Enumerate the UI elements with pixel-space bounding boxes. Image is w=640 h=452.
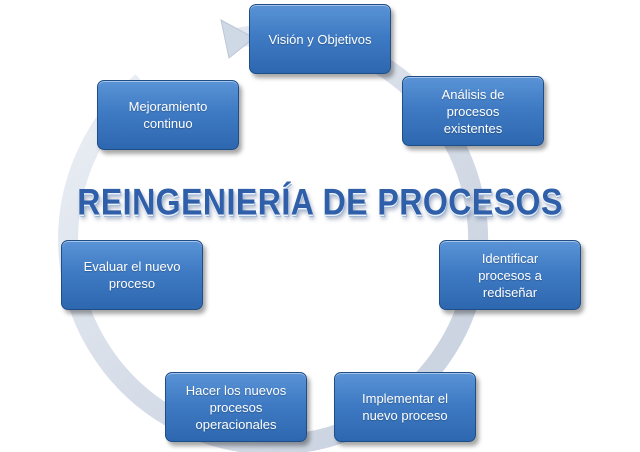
step-vision-objetivos: Visión y Objetivos — [249, 4, 391, 74]
step-hacer-operacionales: Hacer los nuevos procesos operacionales — [165, 372, 307, 442]
step-implementar-proceso: Implementar el nuevo proceso — [334, 372, 476, 442]
step-evaluar-proceso: Evaluar el nuevo proceso — [61, 240, 203, 310]
step-mejoramiento-continuo: Mejoramiento continuo — [97, 80, 239, 150]
step-identificar-procesos: Identificar procesos a rediseñar — [439, 240, 581, 310]
step-analisis-procesos: Análisis de procesos existentes — [402, 76, 544, 146]
step-label: Identificar procesos a rediseñar — [478, 250, 542, 300]
step-label: Hacer los nuevos procesos operacionales — [185, 382, 287, 432]
step-label: Evaluar el nuevo proceso — [83, 259, 181, 291]
step-label: Análisis de procesos existentes — [441, 86, 505, 136]
step-label: Implementar el nuevo proceso — [362, 391, 448, 423]
step-label: Mejoramiento continuo — [128, 99, 208, 131]
step-label: Visión y Objetivos — [268, 31, 372, 47]
cycle-arrowhead-icon — [220, 19, 255, 59]
diagram-title: REINGENIERÍA DE PROCESOS — [77, 180, 563, 223]
